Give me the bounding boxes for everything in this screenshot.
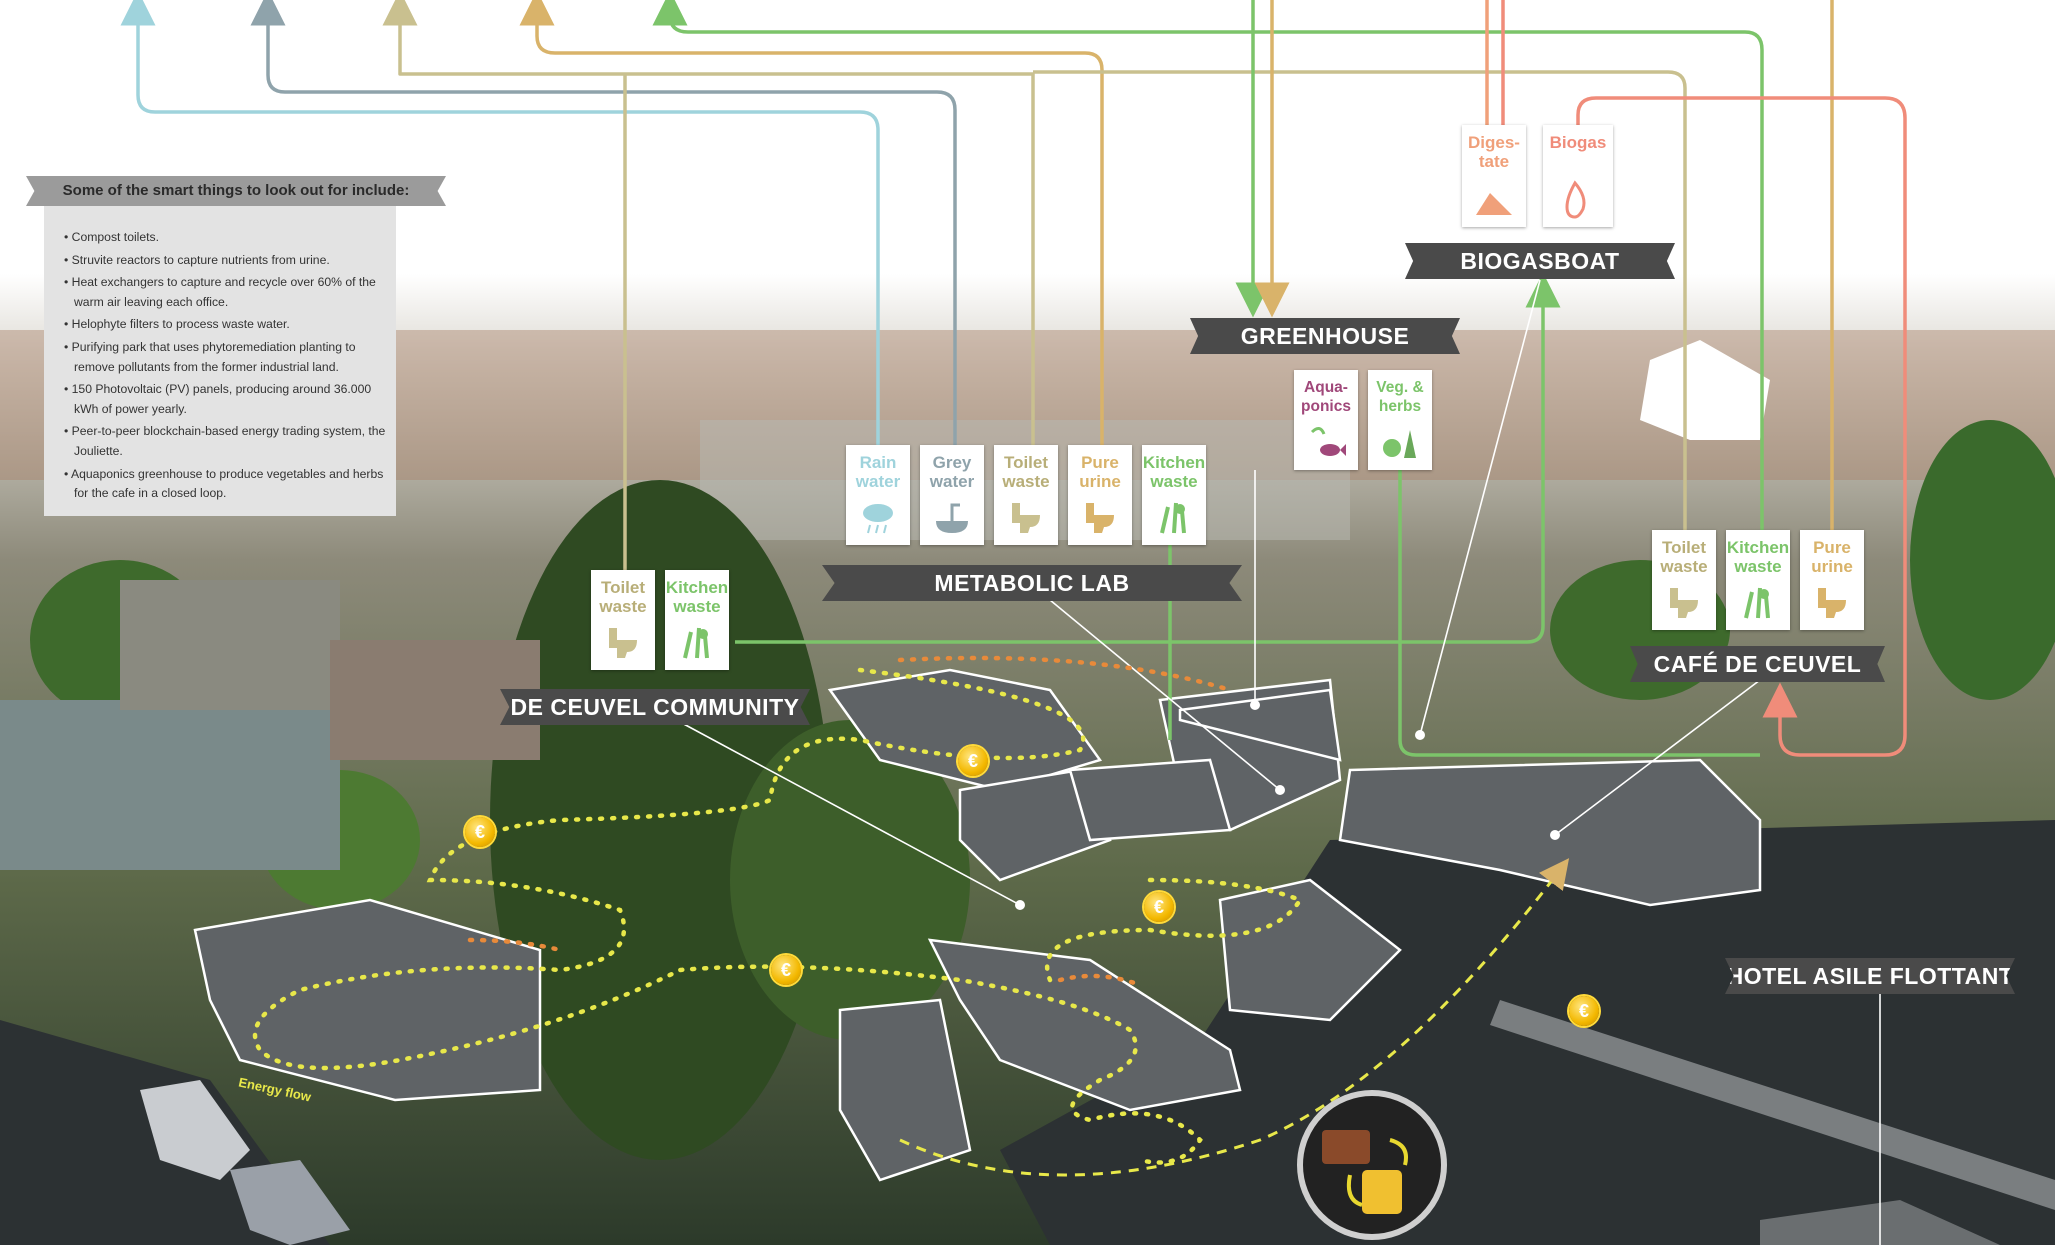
info-item: • Aquaponics greenhouse to produce veget… bbox=[64, 466, 384, 501]
soil-pile-icon bbox=[1476, 193, 1512, 215]
coin-icon: € bbox=[1569, 996, 1599, 1026]
toilet-icon bbox=[1670, 588, 1698, 618]
card-toilet-waste-cafe: Toilet waste bbox=[1652, 530, 1716, 630]
toilet-icon bbox=[1086, 503, 1114, 533]
flow-rain-water bbox=[120, 0, 880, 445]
compost-icon bbox=[1160, 502, 1186, 534]
label-biogasboat: BIOGASBOAT bbox=[1405, 243, 1675, 279]
card-kitchen-waste-cafe: Kitchen waste bbox=[1726, 530, 1790, 630]
toilet-icon bbox=[1012, 503, 1040, 533]
flow-grey-water bbox=[250, 0, 957, 445]
card-veg-herbs: Veg. & herbs bbox=[1368, 370, 1432, 470]
rain-cloud-icon bbox=[863, 504, 893, 534]
info-item: • Purifying park that uses phytoremediat… bbox=[64, 339, 356, 374]
toilet-icon bbox=[1818, 588, 1846, 618]
flow-toilet-lab bbox=[382, 0, 1035, 445]
info-list: • Compost toilets. • Struvite reactors t… bbox=[64, 228, 389, 507]
info-item: • 150 Photovoltaic (PV) panels, producin… bbox=[64, 382, 372, 416]
coin-icon: € bbox=[1144, 892, 1174, 922]
info-item: • Struvite reactors to capture nutrients… bbox=[64, 252, 330, 267]
sink-icon bbox=[936, 503, 968, 533]
card-pure-urine-lab: Pure urine bbox=[1068, 445, 1132, 545]
card-digestate: Diges- tate bbox=[1462, 125, 1526, 227]
coin-icon: € bbox=[958, 746, 988, 776]
label-hotel-asile-flottant: HOTEL ASILE FLOTTANT bbox=[1725, 958, 2015, 994]
card-biogas: Biogas bbox=[1543, 125, 1613, 227]
toilet-icon bbox=[609, 628, 637, 658]
compost-icon bbox=[683, 627, 709, 659]
vegetables-icon bbox=[1383, 430, 1416, 458]
flow-biogas-cafe bbox=[1576, 96, 1907, 757]
flow-toilet-cafe bbox=[1033, 70, 1687, 530]
info-box-title: Some of the smart things to look out for… bbox=[26, 176, 446, 206]
flow-urine-lab bbox=[519, 0, 1104, 445]
fish-plant-icon bbox=[1310, 427, 1346, 456]
info-item: • Helophyte filters to process waste wat… bbox=[64, 317, 290, 332]
info-item: • Heat exchangers to capture and recycle… bbox=[64, 275, 376, 309]
compost-icon bbox=[1744, 587, 1770, 619]
coin-icon: € bbox=[771, 955, 801, 985]
card-kitchen-waste-lab: Kitchen waste bbox=[1142, 445, 1206, 545]
card-rain-water: Rain water bbox=[846, 445, 910, 545]
card-toilet-waste-community: Toilet waste bbox=[591, 570, 655, 670]
flame-icon bbox=[1565, 180, 1586, 219]
label-de-ceuvel-community: DE CEUVEL COMMUNITY bbox=[500, 689, 810, 725]
card-pure-urine-cafe: Pure urine bbox=[1800, 530, 1864, 630]
info-box: Some of the smart things to look out for… bbox=[26, 176, 446, 516]
beer-exchange-icon bbox=[1297, 1090, 1447, 1240]
card-toilet-waste-lab: Toilet waste bbox=[994, 445, 1058, 545]
card-kitchen-waste-community: Kitchen waste bbox=[665, 570, 729, 670]
flow-kitchen-top bbox=[652, 0, 1764, 530]
flow-kitchen-biogas bbox=[735, 272, 1561, 644]
label-greenhouse: GREENHOUSE bbox=[1190, 318, 1460, 354]
card-aquaponics: Aqua- ponics bbox=[1294, 370, 1358, 470]
label-cafe-de-ceuvel: CAFÉ DE CEUVEL bbox=[1630, 646, 1885, 682]
info-item: • Compost toilets. bbox=[64, 230, 160, 244]
coin-icon: € bbox=[465, 817, 495, 847]
label-metabolic-lab: METABOLIC LAB bbox=[822, 565, 1242, 601]
card-grey-water: Grey water bbox=[920, 445, 984, 545]
info-item: • Peer-to-peer blockchain-based energy t… bbox=[64, 424, 386, 458]
energy-flow-path bbox=[252, 667, 1203, 1165]
